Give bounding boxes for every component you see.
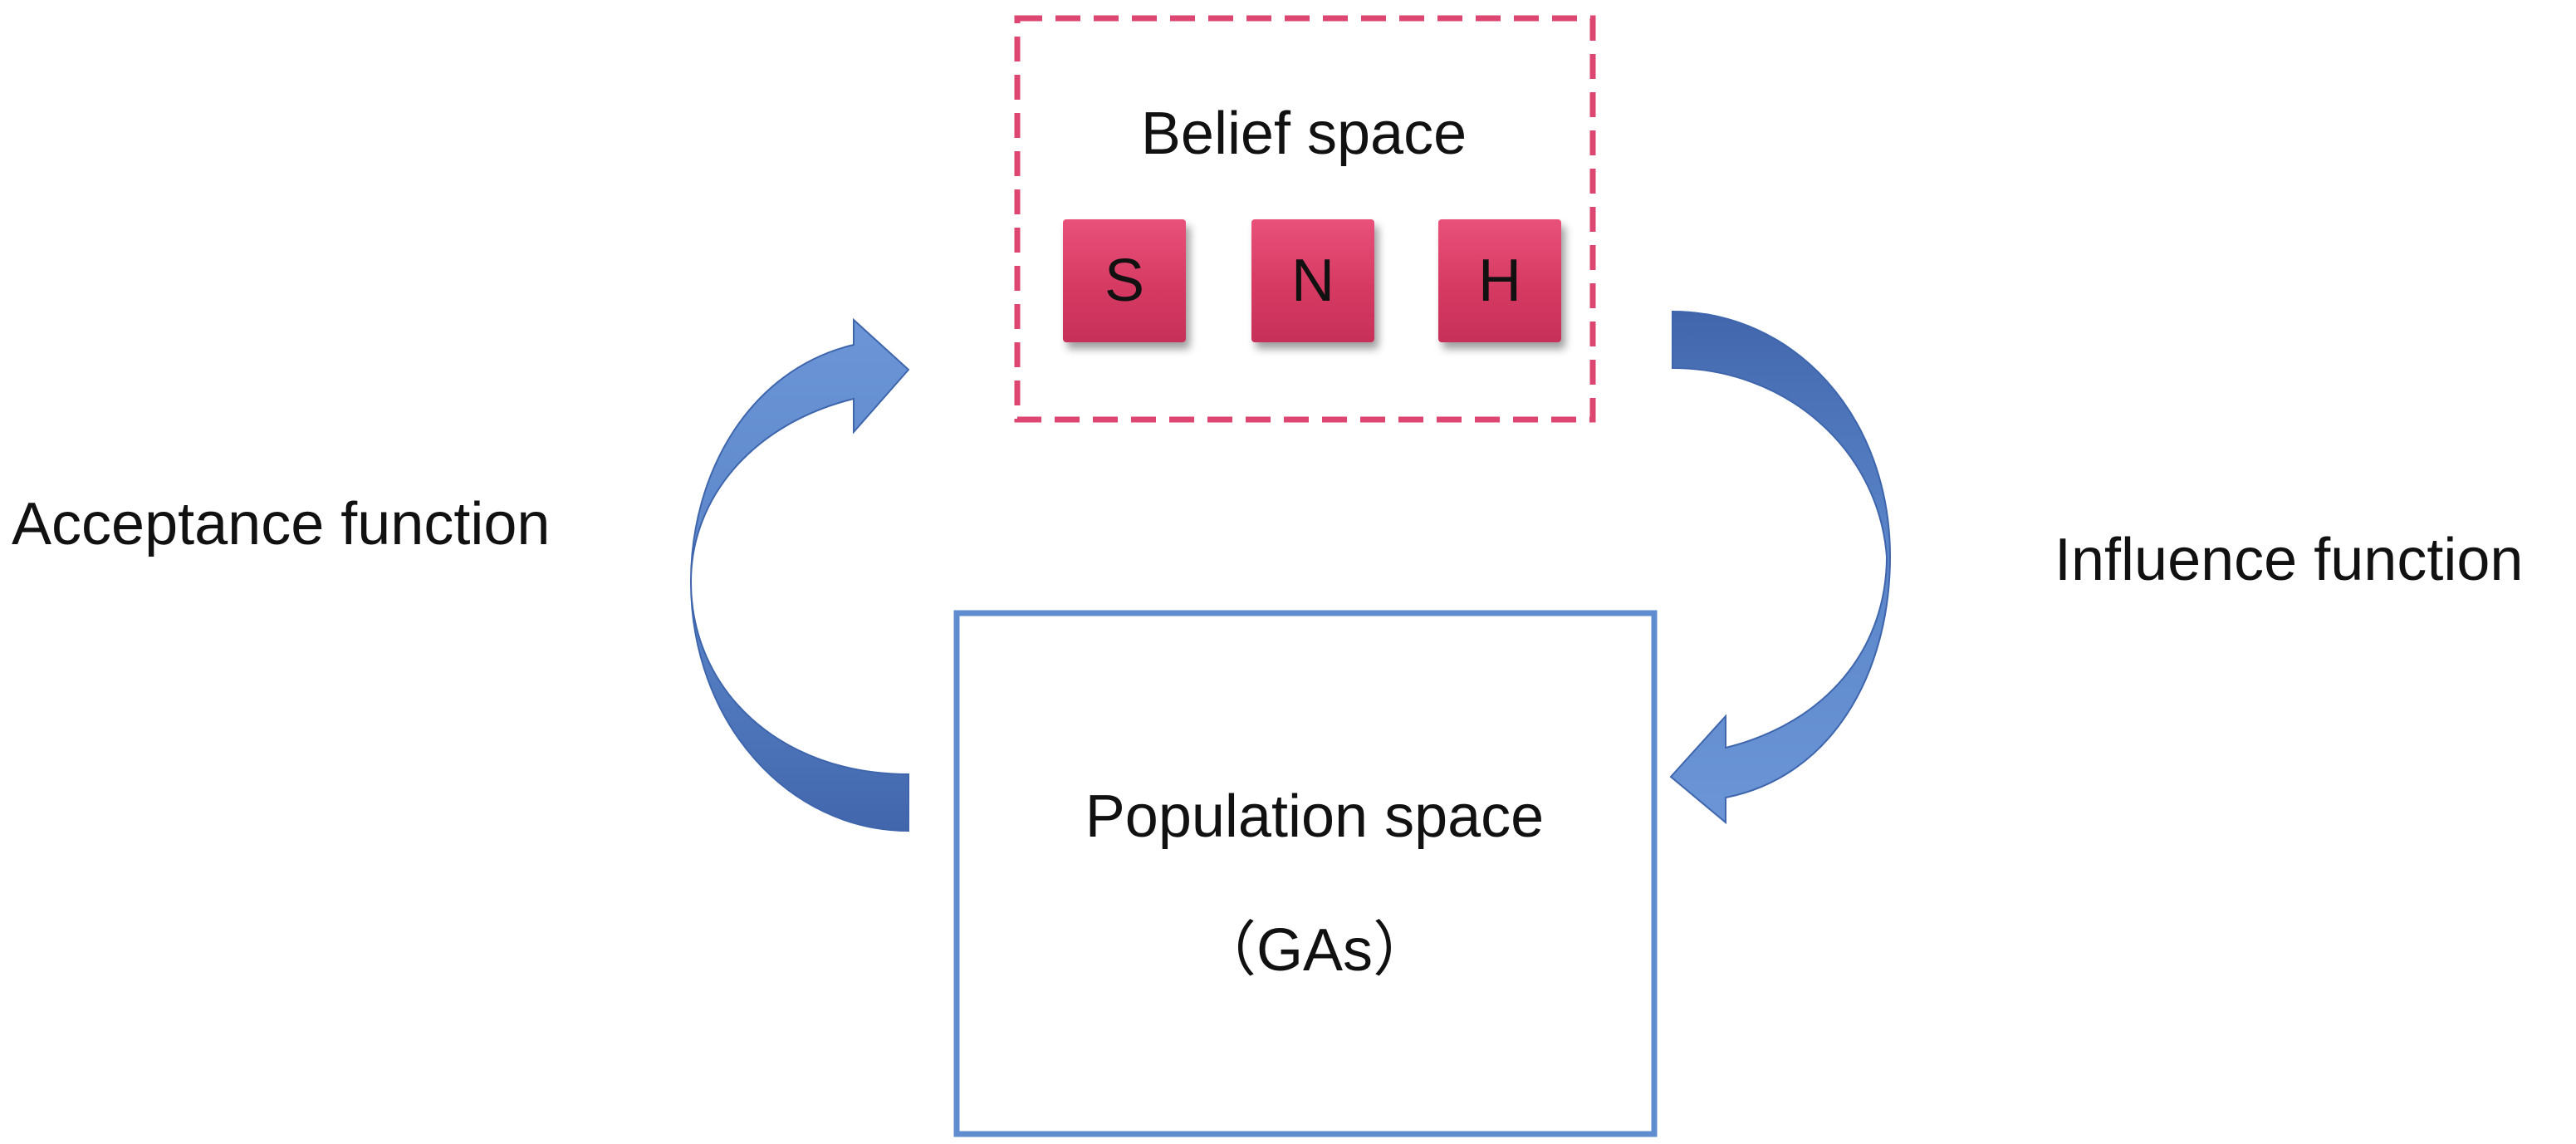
acceptance-function-label: Acceptance function <box>12 491 551 557</box>
belief-space-box <box>1014 15 1596 423</box>
population-space-box <box>953 610 1658 1137</box>
influence-function-label: Influence function <box>2054 527 2524 593</box>
belief-space-title: Belief space <box>1140 101 1467 167</box>
influence-arrow <box>1669 310 1892 825</box>
belief-component-h: H <box>1438 219 1561 342</box>
acceptance-arrow <box>689 317 910 832</box>
population-space-title: Population space <box>1085 783 1545 850</box>
population-space-subtitle: （GAs） <box>1196 917 1433 984</box>
belief-component-n: N <box>1251 219 1374 342</box>
belief-component-s: S <box>1063 219 1186 342</box>
